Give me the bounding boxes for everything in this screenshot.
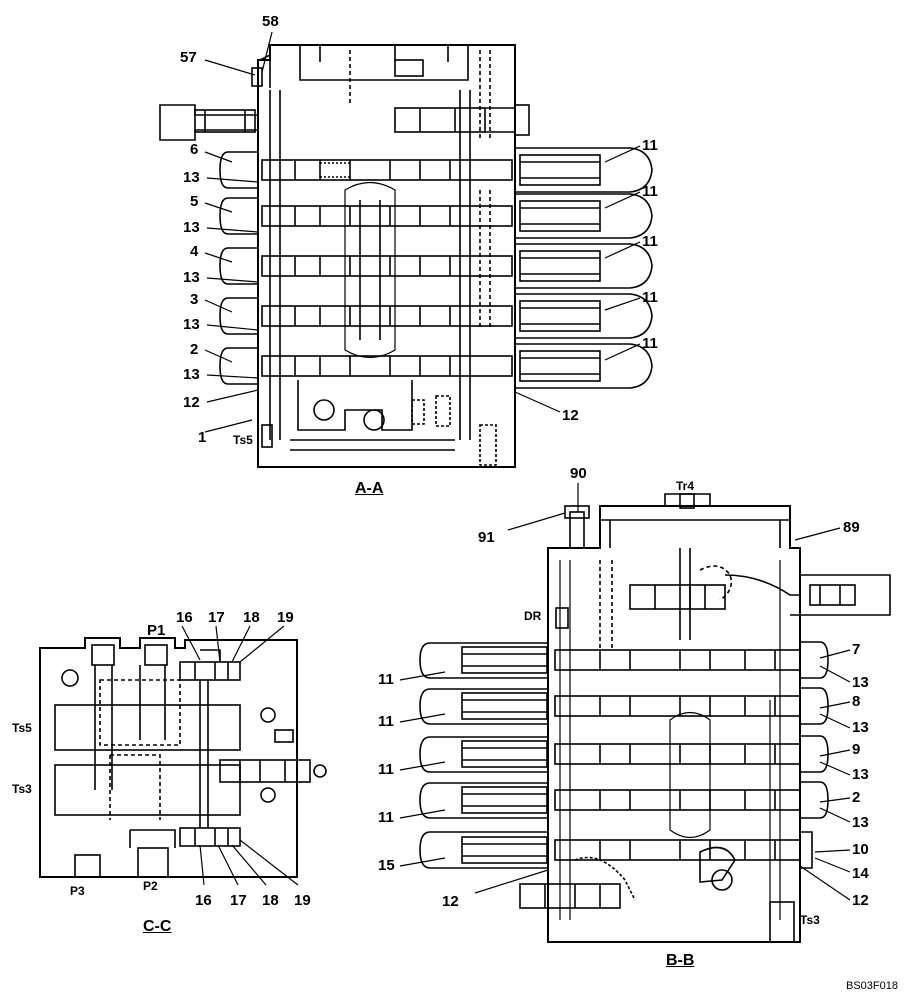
- label-aa-57: 57: [180, 49, 197, 66]
- label-aa-11-d: 11: [642, 289, 658, 306]
- label-bb-10: 10: [852, 841, 869, 858]
- label-aa-ts5: Ts5: [233, 433, 253, 447]
- label-cc-16-bottom: 16: [195, 892, 212, 909]
- label-bb-2: 2: [852, 789, 861, 806]
- section-aa-leaders: [204, 31, 641, 433]
- label-aa-6: 6: [190, 141, 199, 158]
- label-aa-12-right: 12: [562, 407, 579, 424]
- label-cc-19-bottom: 19: [294, 892, 311, 909]
- section-cc-leaders: [181, 625, 299, 886]
- label-bb-15: 15: [378, 857, 395, 874]
- label-aa-13-a: 13: [183, 169, 200, 186]
- label-bb-dr: DR: [524, 609, 542, 623]
- label-aa-13-c: 13: [183, 269, 200, 286]
- label-cc-18-bottom: 18: [262, 892, 279, 909]
- label-bb-tr4: Tr4: [676, 479, 695, 493]
- label-aa-3: 3: [190, 291, 199, 308]
- drawing-code: BS03F018: [846, 980, 898, 992]
- label-aa-11-e: 11: [642, 335, 658, 352]
- label-cc-ts3: Ts3: [12, 782, 32, 796]
- label-cc-p3: P3: [70, 884, 85, 898]
- section-bb-spool-rows: [419, 641, 829, 869]
- label-cc-p1: P1: [147, 622, 166, 639]
- label-bb-11-a: 11: [378, 671, 394, 688]
- label-bb-91: 91: [478, 529, 495, 546]
- label-bb-8: 8: [852, 693, 861, 710]
- section-title-aa: A-A: [355, 480, 384, 497]
- label-bb-13-a: 13: [852, 674, 869, 691]
- label-cc-17-top: 17: [208, 609, 225, 626]
- label-aa-13-b: 13: [183, 219, 200, 236]
- label-bb-89: 89: [843, 519, 860, 536]
- label-bb-ts3: Ts3: [800, 913, 820, 927]
- label-aa-4: 4: [190, 243, 199, 260]
- section-aa-spool-rows: [219, 147, 653, 389]
- label-bb-12-right: 12: [852, 892, 869, 909]
- label-aa-5: 5: [190, 193, 199, 210]
- label-bb-11-c: 11: [378, 761, 394, 778]
- label-aa-13-e: 13: [183, 366, 200, 383]
- label-bb-13-c: 13: [852, 766, 869, 783]
- label-aa-58: 58: [262, 13, 279, 30]
- label-aa-12-left: 12: [183, 394, 200, 411]
- section-title-cc: C-C: [143, 918, 172, 935]
- label-aa-2: 2: [190, 341, 199, 358]
- label-bb-11-b: 11: [378, 713, 394, 730]
- section-bb-leaders: [399, 483, 851, 901]
- label-bb-14: 14: [852, 865, 869, 882]
- label-bb-12-left: 12: [442, 893, 459, 910]
- label-aa-13-d: 13: [183, 316, 200, 333]
- label-cc-17-bottom: 17: [230, 892, 247, 909]
- section-cc-body: [39, 637, 327, 878]
- label-bb-7: 7: [852, 641, 861, 658]
- section-aa-body: [159, 44, 530, 468]
- label-aa-11-c: 11: [642, 233, 658, 250]
- label-aa-11-a: 11: [642, 137, 658, 154]
- label-cc-p2: P2: [143, 879, 158, 893]
- label-cc-18-top: 18: [243, 609, 260, 626]
- label-bb-13-d: 13: [852, 814, 869, 831]
- label-cc-ts5: Ts5: [12, 721, 32, 735]
- label-cc-19-top: 19: [277, 609, 294, 626]
- label-aa-1: 1: [198, 429, 207, 446]
- section-title-bb: B-B: [666, 952, 695, 969]
- label-bb-11-d: 11: [378, 809, 394, 826]
- label-bb-13-b: 13: [852, 719, 869, 736]
- label-aa-11-b: 11: [642, 183, 658, 200]
- section-bb-body: [519, 493, 891, 943]
- label-bb-90: 90: [570, 465, 587, 482]
- label-bb-9: 9: [852, 741, 861, 758]
- label-cc-16-top: 16: [176, 609, 193, 626]
